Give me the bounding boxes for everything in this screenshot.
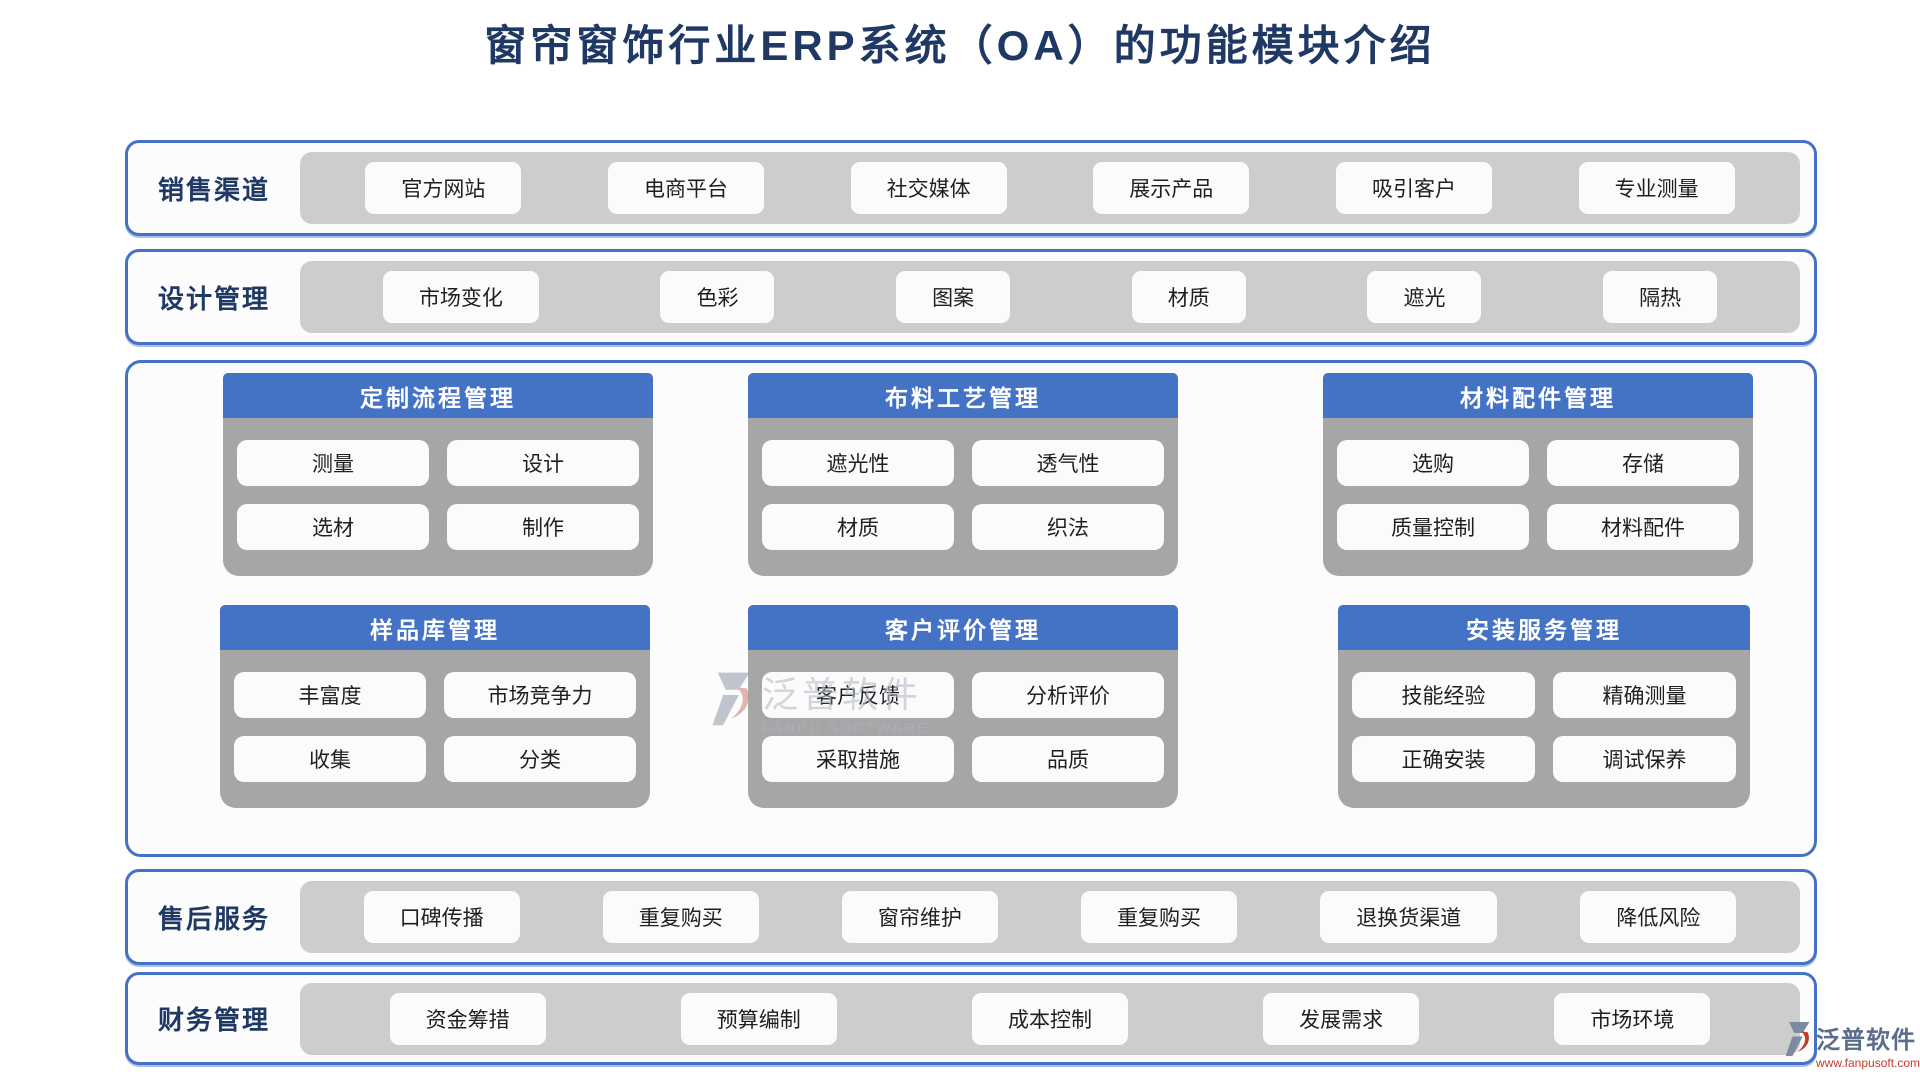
band-label: 设计管理: [157, 283, 270, 314]
module-chip: 采取措施: [762, 736, 954, 782]
module-body: 选购 存储 质量控制 材料配件: [1323, 418, 1753, 576]
module-chip: 质量控制: [1337, 504, 1529, 550]
module-chip: 精确测量: [1553, 672, 1736, 718]
band-strip: 官方网站 电商平台 社交媒体 展示产品 吸引客户 专业测量: [300, 152, 1800, 224]
module-card-custom-process: 定制流程管理 测量 设计 选材 制作: [223, 373, 653, 576]
module-header: 样品库管理: [220, 605, 650, 650]
module-chip: 品质: [972, 736, 1164, 782]
module-chip: 材料配件: [1547, 504, 1739, 550]
band-chip: 市场变化: [382, 271, 539, 323]
module-card-sample-library: 样品库管理 丰富度 市场竞争力 收集 分类: [220, 605, 650, 808]
band-chip: 官方网站: [365, 162, 522, 214]
module-chip: 客户反馈: [762, 672, 954, 718]
band-sales-channels: 销售渠道 官方网站 电商平台 社交媒体 展示产品 吸引客户 专业测量: [125, 140, 1817, 236]
band-chip: 吸引客户: [1335, 162, 1492, 214]
module-body: 技能经验 精确测量 正确安装 调试保养: [1338, 650, 1750, 808]
band-chip: 退换货渠道: [1320, 891, 1498, 943]
band-chip: 展示产品: [1093, 162, 1250, 214]
module-chip: 丰富度: [234, 672, 426, 718]
module-chip: 技能经验: [1352, 672, 1535, 718]
module-chip: 分析评价: [972, 672, 1164, 718]
band-chip: 遮光: [1367, 271, 1482, 323]
module-chip: 选材: [237, 504, 429, 550]
module-chip: 正确安装: [1352, 736, 1535, 782]
module-chip: 制作: [447, 504, 639, 550]
module-chip: 透气性: [972, 440, 1164, 486]
band-chip: 重复购买: [602, 891, 759, 943]
modules-panel: 定制流程管理 测量 设计 选材 制作 布料工艺管理 遮光性 透气性 材质 织法 …: [125, 360, 1817, 857]
module-chip: 调试保养: [1553, 736, 1736, 782]
footer-logo-name: 泛普软件: [1816, 1027, 1916, 1054]
module-chip: 材质: [762, 504, 954, 550]
module-header: 安装服务管理: [1338, 605, 1750, 650]
band-label: 售后服务: [157, 903, 270, 934]
module-chip: 市场竞争力: [444, 672, 636, 718]
band-chip: 电商平台: [607, 162, 764, 214]
band-strip: 资金筹措 预算编制 成本控制 发展需求 市场环境: [300, 982, 1800, 1055]
band-chip: 市场环境: [1554, 992, 1711, 1045]
module-card-fabric-craft: 布料工艺管理 遮光性 透气性 材质 织法: [748, 373, 1178, 576]
module-card-material-parts: 材料配件管理 选购 存储 质量控制 材料配件: [1323, 373, 1753, 576]
band-chip: 隔热: [1603, 271, 1718, 323]
band-chip: 预算编制: [680, 992, 837, 1045]
page-title: 窗帘窗饰行业ERP系统（OA）的功能模块介绍: [484, 22, 1436, 69]
module-chip: 测量: [237, 440, 429, 486]
band-chip: 口碑传播: [363, 891, 520, 943]
band-chip: 色彩: [660, 271, 775, 323]
module-chip: 织法: [972, 504, 1164, 550]
band-strip: 口碑传播 重复购买 窗帘维护 重复购买 退换货渠道 降低风险: [300, 881, 1800, 953]
module-chip: 选购: [1337, 440, 1529, 486]
band-chip: 降低风险: [1580, 891, 1737, 943]
band-chip: 社交媒体: [850, 162, 1007, 214]
band-label: 财务管理: [157, 1005, 270, 1035]
module-card-customer-review: 客户评价管理 客户反馈 分析评价 采取措施 品质: [748, 605, 1178, 808]
module-body: 测量 设计 选材 制作: [223, 418, 653, 576]
module-chip: 遮光性: [762, 440, 954, 486]
band-label: 销售渠道: [157, 174, 270, 205]
band-finance-management: 财务管理 资金筹措 预算编制 成本控制 发展需求 市场环境: [125, 972, 1817, 1065]
band-after-sales: 售后服务 口碑传播 重复购买 窗帘维护 重复购买 退换货渠道 降低风险: [125, 869, 1817, 965]
band-strip: 市场变化 色彩 图案 材质 遮光 隔热: [300, 261, 1800, 333]
band-chip: 发展需求: [1263, 992, 1420, 1045]
module-body: 遮光性 透气性 材质 织法: [748, 418, 1178, 576]
module-body: 丰富度 市场竞争力 收集 分类: [220, 650, 650, 808]
module-header: 定制流程管理: [223, 373, 653, 418]
module-chip: 存储: [1547, 440, 1739, 486]
band-chip: 重复购买: [1081, 891, 1238, 943]
fanpu-footer-logo: 泛普软件 www.fanpusoft.com: [1778, 1020, 1920, 1070]
band-chip: 专业测量: [1578, 162, 1735, 214]
footer-logo-url: www.fanpusoft.com: [1816, 1056, 1920, 1070]
module-chip: 设计: [447, 440, 639, 486]
footer-logo-text: 泛普软件 www.fanpusoft.com: [1816, 1020, 1920, 1070]
band-chip: 图案: [896, 271, 1011, 323]
module-header: 材料配件管理: [1323, 373, 1753, 418]
band-chip: 窗帘维护: [841, 891, 998, 943]
module-chip: 分类: [444, 736, 636, 782]
module-header: 客户评价管理: [748, 605, 1178, 650]
band-chip: 成本控制: [971, 992, 1128, 1045]
band-design-management: 设计管理 市场变化 色彩 图案 材质 遮光 隔热: [125, 249, 1817, 345]
module-header: 布料工艺管理: [748, 373, 1178, 418]
module-card-install-service: 安装服务管理 技能经验 精确测量 正确安装 调试保养: [1338, 605, 1750, 808]
module-chip: 收集: [234, 736, 426, 782]
module-body: 客户反馈 分析评价 采取措施 品质: [748, 650, 1178, 808]
band-chip: 资金筹措: [389, 992, 546, 1045]
fanpu-logo-icon: [1778, 1020, 1812, 1063]
band-chip: 材质: [1131, 271, 1246, 323]
